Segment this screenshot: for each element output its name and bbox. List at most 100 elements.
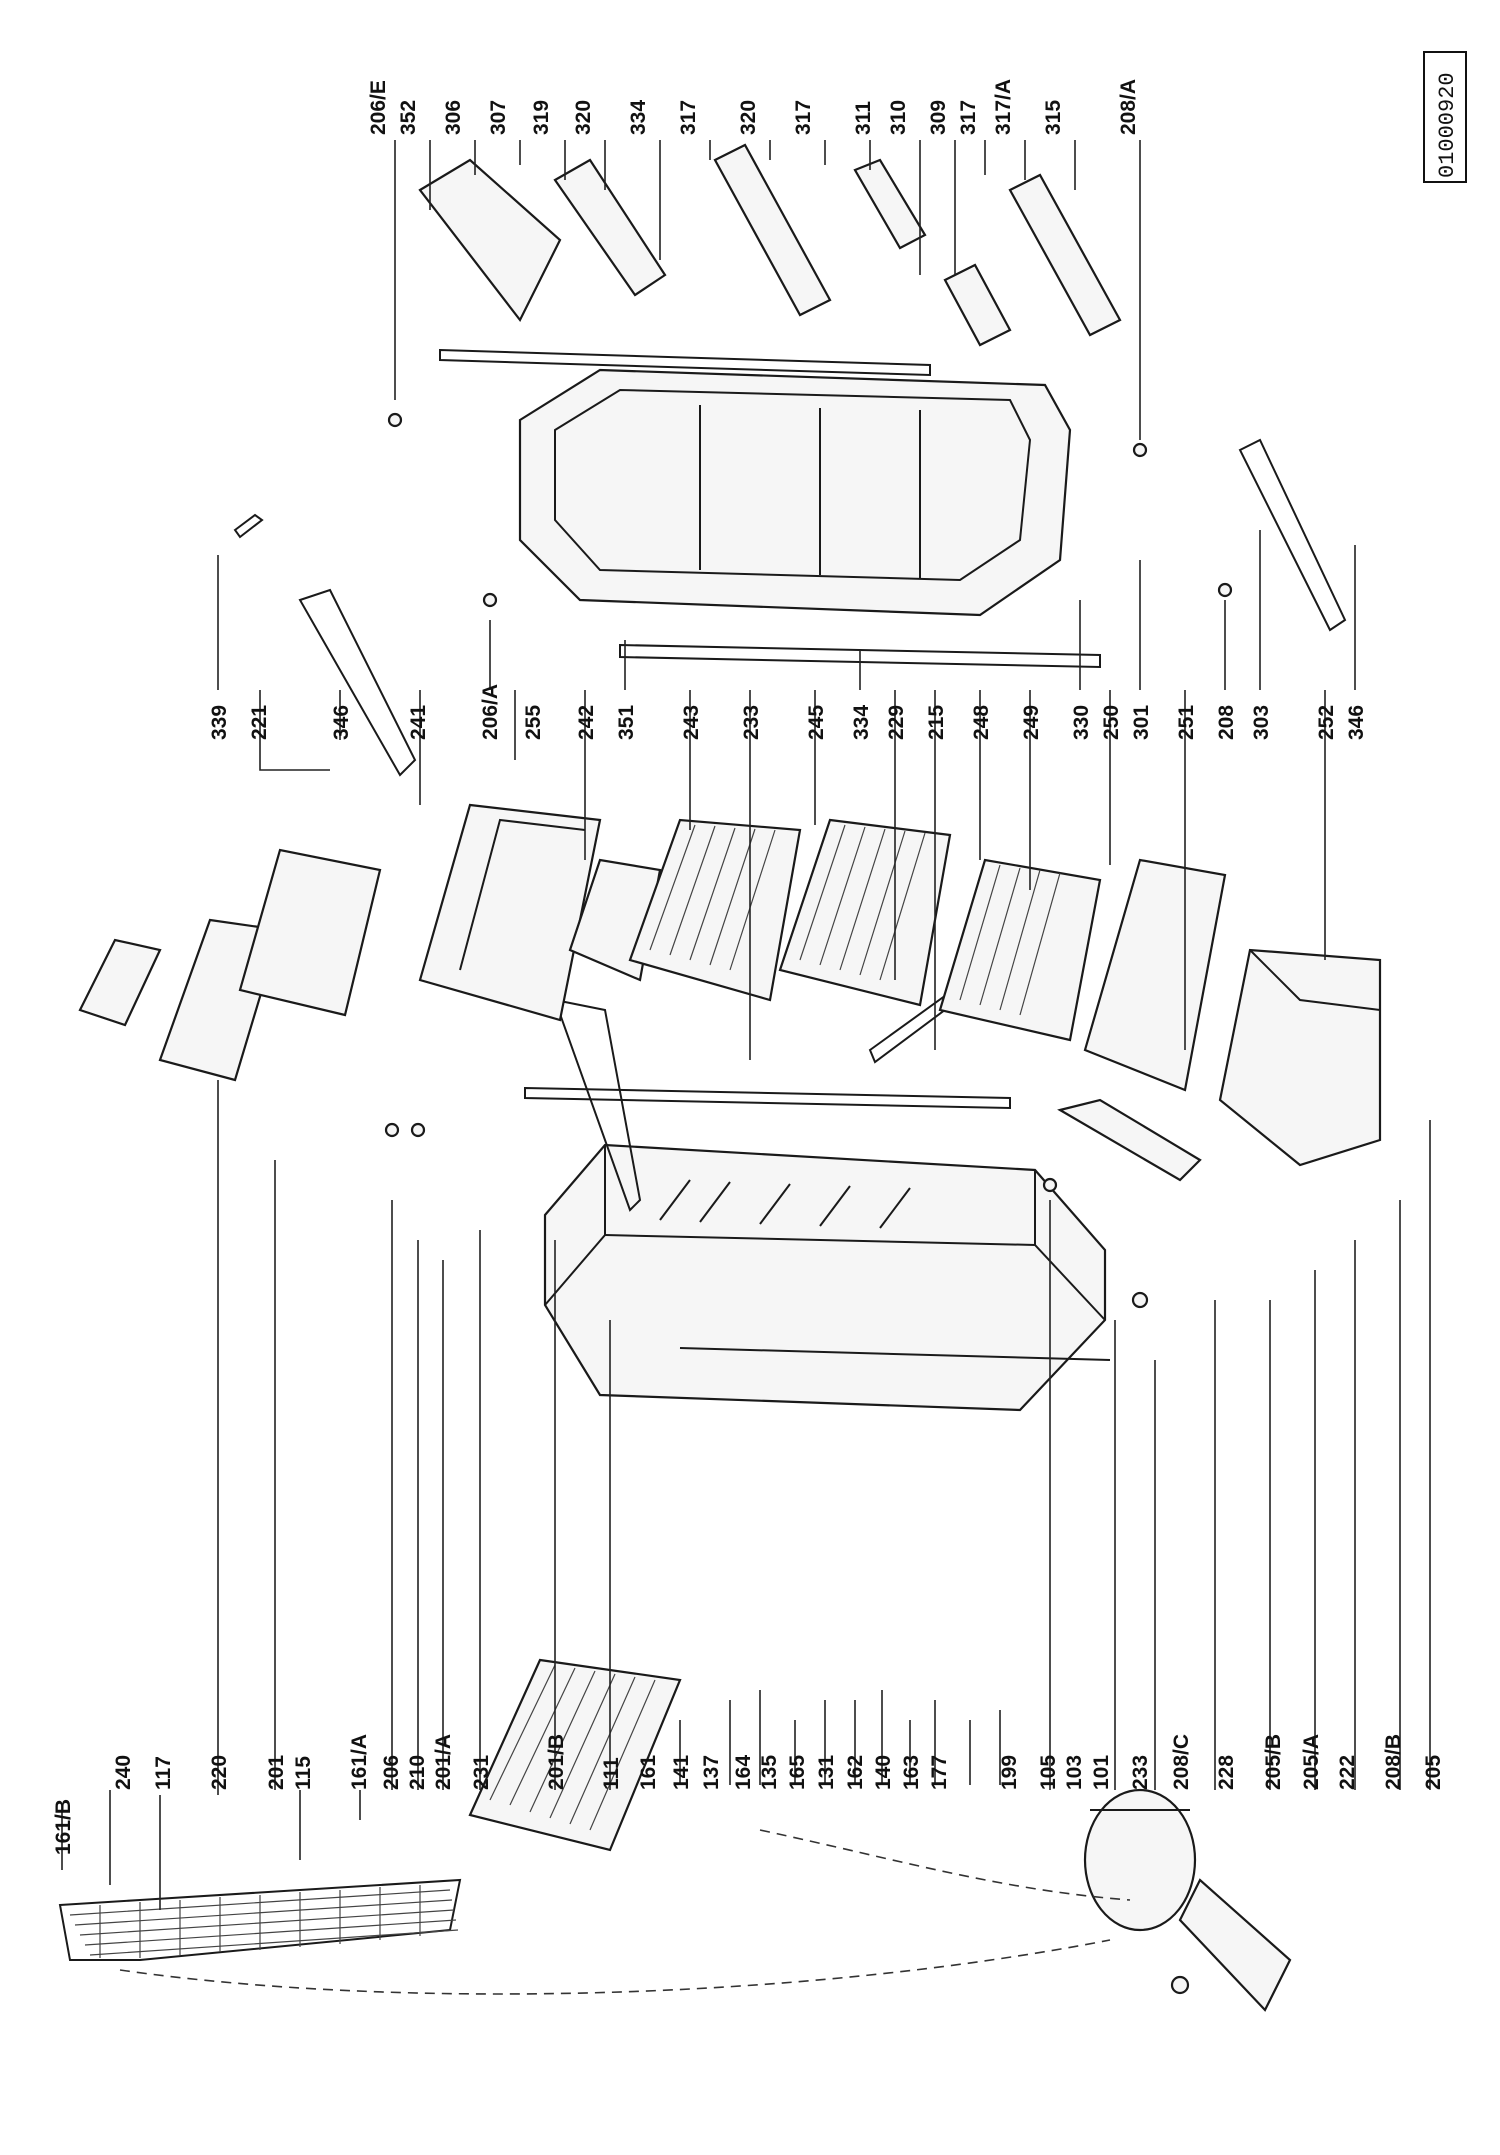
callout: 205: [1422, 1755, 1445, 1790]
callout: 220: [208, 1755, 231, 1790]
callout: 334: [850, 705, 873, 740]
callout: 320: [737, 100, 760, 135]
door-rail-351: [619, 643, 1101, 669]
callout: 131: [815, 1755, 838, 1790]
callout: 301: [1130, 705, 1153, 740]
callout: 206/E: [367, 80, 390, 135]
callout: 201/A: [432, 1734, 455, 1790]
callout: 317: [677, 100, 700, 135]
callout: 199: [998, 1755, 1021, 1790]
callout: 249: [1020, 705, 1043, 740]
callout: 339: [208, 705, 231, 740]
callout: 309: [927, 100, 950, 135]
callout: 317: [957, 100, 980, 135]
callout: 140: [872, 1755, 895, 1790]
callout: 221: [248, 705, 271, 740]
door-rail-352: [439, 348, 931, 377]
callout: 205/B: [1262, 1734, 1285, 1790]
callout: 252: [1315, 705, 1338, 740]
front-panel-222: [1057, 1098, 1202, 1182]
callout: 233: [740, 705, 763, 740]
freezer-panel-221: [238, 848, 382, 1017]
callout: 317: [792, 100, 815, 135]
callout: 240: [112, 1755, 135, 1790]
callout: 165: [786, 1755, 809, 1790]
callout: 317/A: [992, 79, 1015, 135]
wire-shelf-245: [778, 818, 952, 1007]
glass-cover-250: [1083, 858, 1227, 1092]
callout: 241: [407, 705, 430, 740]
top-rail-231: [553, 998, 642, 1212]
callout: 105: [1037, 1755, 1060, 1790]
callout: 250: [1100, 705, 1123, 740]
callout: 101: [1090, 1755, 1113, 1790]
callout: 163: [900, 1755, 923, 1790]
callout: 208/A: [1117, 79, 1140, 135]
door-shelf-311: [853, 158, 927, 250]
bar-346-top: [298, 588, 417, 777]
callout: 351: [615, 705, 638, 740]
callout: 205/A: [1300, 1734, 1323, 1790]
front-rail-233: [524, 1086, 1011, 1110]
callout: 319: [530, 100, 553, 135]
callout: 243: [680, 705, 703, 740]
callout: 137: [700, 1755, 723, 1790]
callout: 255: [522, 705, 545, 740]
callout: 201/B: [545, 1734, 568, 1790]
compressor: [1083, 1788, 1197, 1932]
callout: 161/A: [348, 1734, 371, 1790]
fridge-door: [518, 368, 1072, 617]
door-box-310: [943, 263, 1012, 347]
bar-346-bottom: [1238, 438, 1347, 632]
cabinet-body: [543, 1143, 1111, 1412]
callout: 251: [1175, 705, 1198, 740]
tubing-line-a: [759, 1829, 1131, 1901]
small-fasteners: [384, 412, 1233, 1995]
callout: 352: [397, 100, 420, 135]
ice-tray-240: [78, 938, 162, 1027]
callout: 303: [1250, 705, 1273, 740]
callout: 177: [928, 1755, 951, 1790]
egg-tray-319: [553, 158, 667, 297]
leader-lines: [61, 140, 1431, 1910]
callout: 228: [1215, 1755, 1238, 1790]
door-shelf-320: [713, 143, 832, 317]
callout: 330: [1070, 705, 1093, 740]
callout: 103: [1063, 1755, 1086, 1790]
callout: 245: [805, 705, 828, 740]
callout: 231: [470, 1755, 493, 1790]
callout: 222: [1336, 1755, 1359, 1790]
wire-shelf-248: [938, 858, 1102, 1042]
tubing-line-b: [119, 1939, 1111, 1995]
callout: 346: [1345, 705, 1368, 740]
callout: 141: [670, 1755, 693, 1790]
base-plate: [1178, 1878, 1292, 2012]
callout: 208/C: [1170, 1734, 1193, 1790]
callout: 306: [442, 100, 465, 135]
glass-shelf-241: [418, 803, 602, 1022]
callout: 346: [330, 705, 353, 740]
callout: 161: [637, 1755, 660, 1790]
vegetable-bin-252: [1218, 948, 1382, 1167]
callout: 233: [1129, 1755, 1152, 1790]
callout: 162: [844, 1755, 867, 1790]
callout: 115: [292, 1756, 315, 1790]
callout: 210: [406, 1755, 429, 1790]
butter-lid-306: [418, 158, 562, 323]
callout: 111: [600, 1757, 623, 1790]
callout: 248: [970, 705, 993, 740]
callout: 215: [925, 705, 948, 740]
callout: 242: [575, 705, 598, 740]
callout-labels: 161/B 240 117 220 201 115 161/A 206 210 …: [52, 79, 1445, 1855]
callout: 307: [487, 100, 510, 135]
document-id: 01000920: [1435, 72, 1460, 178]
door-shelf-315: [1008, 173, 1122, 337]
wire-shelf-243: [628, 818, 802, 1002]
condenser-coil: [58, 1878, 462, 1961]
callout: 161/B: [52, 1799, 75, 1855]
pin-339: [233, 513, 264, 539]
callout: 334: [627, 100, 650, 135]
callout: 310: [887, 100, 910, 135]
callout: 117: [152, 1756, 175, 1790]
